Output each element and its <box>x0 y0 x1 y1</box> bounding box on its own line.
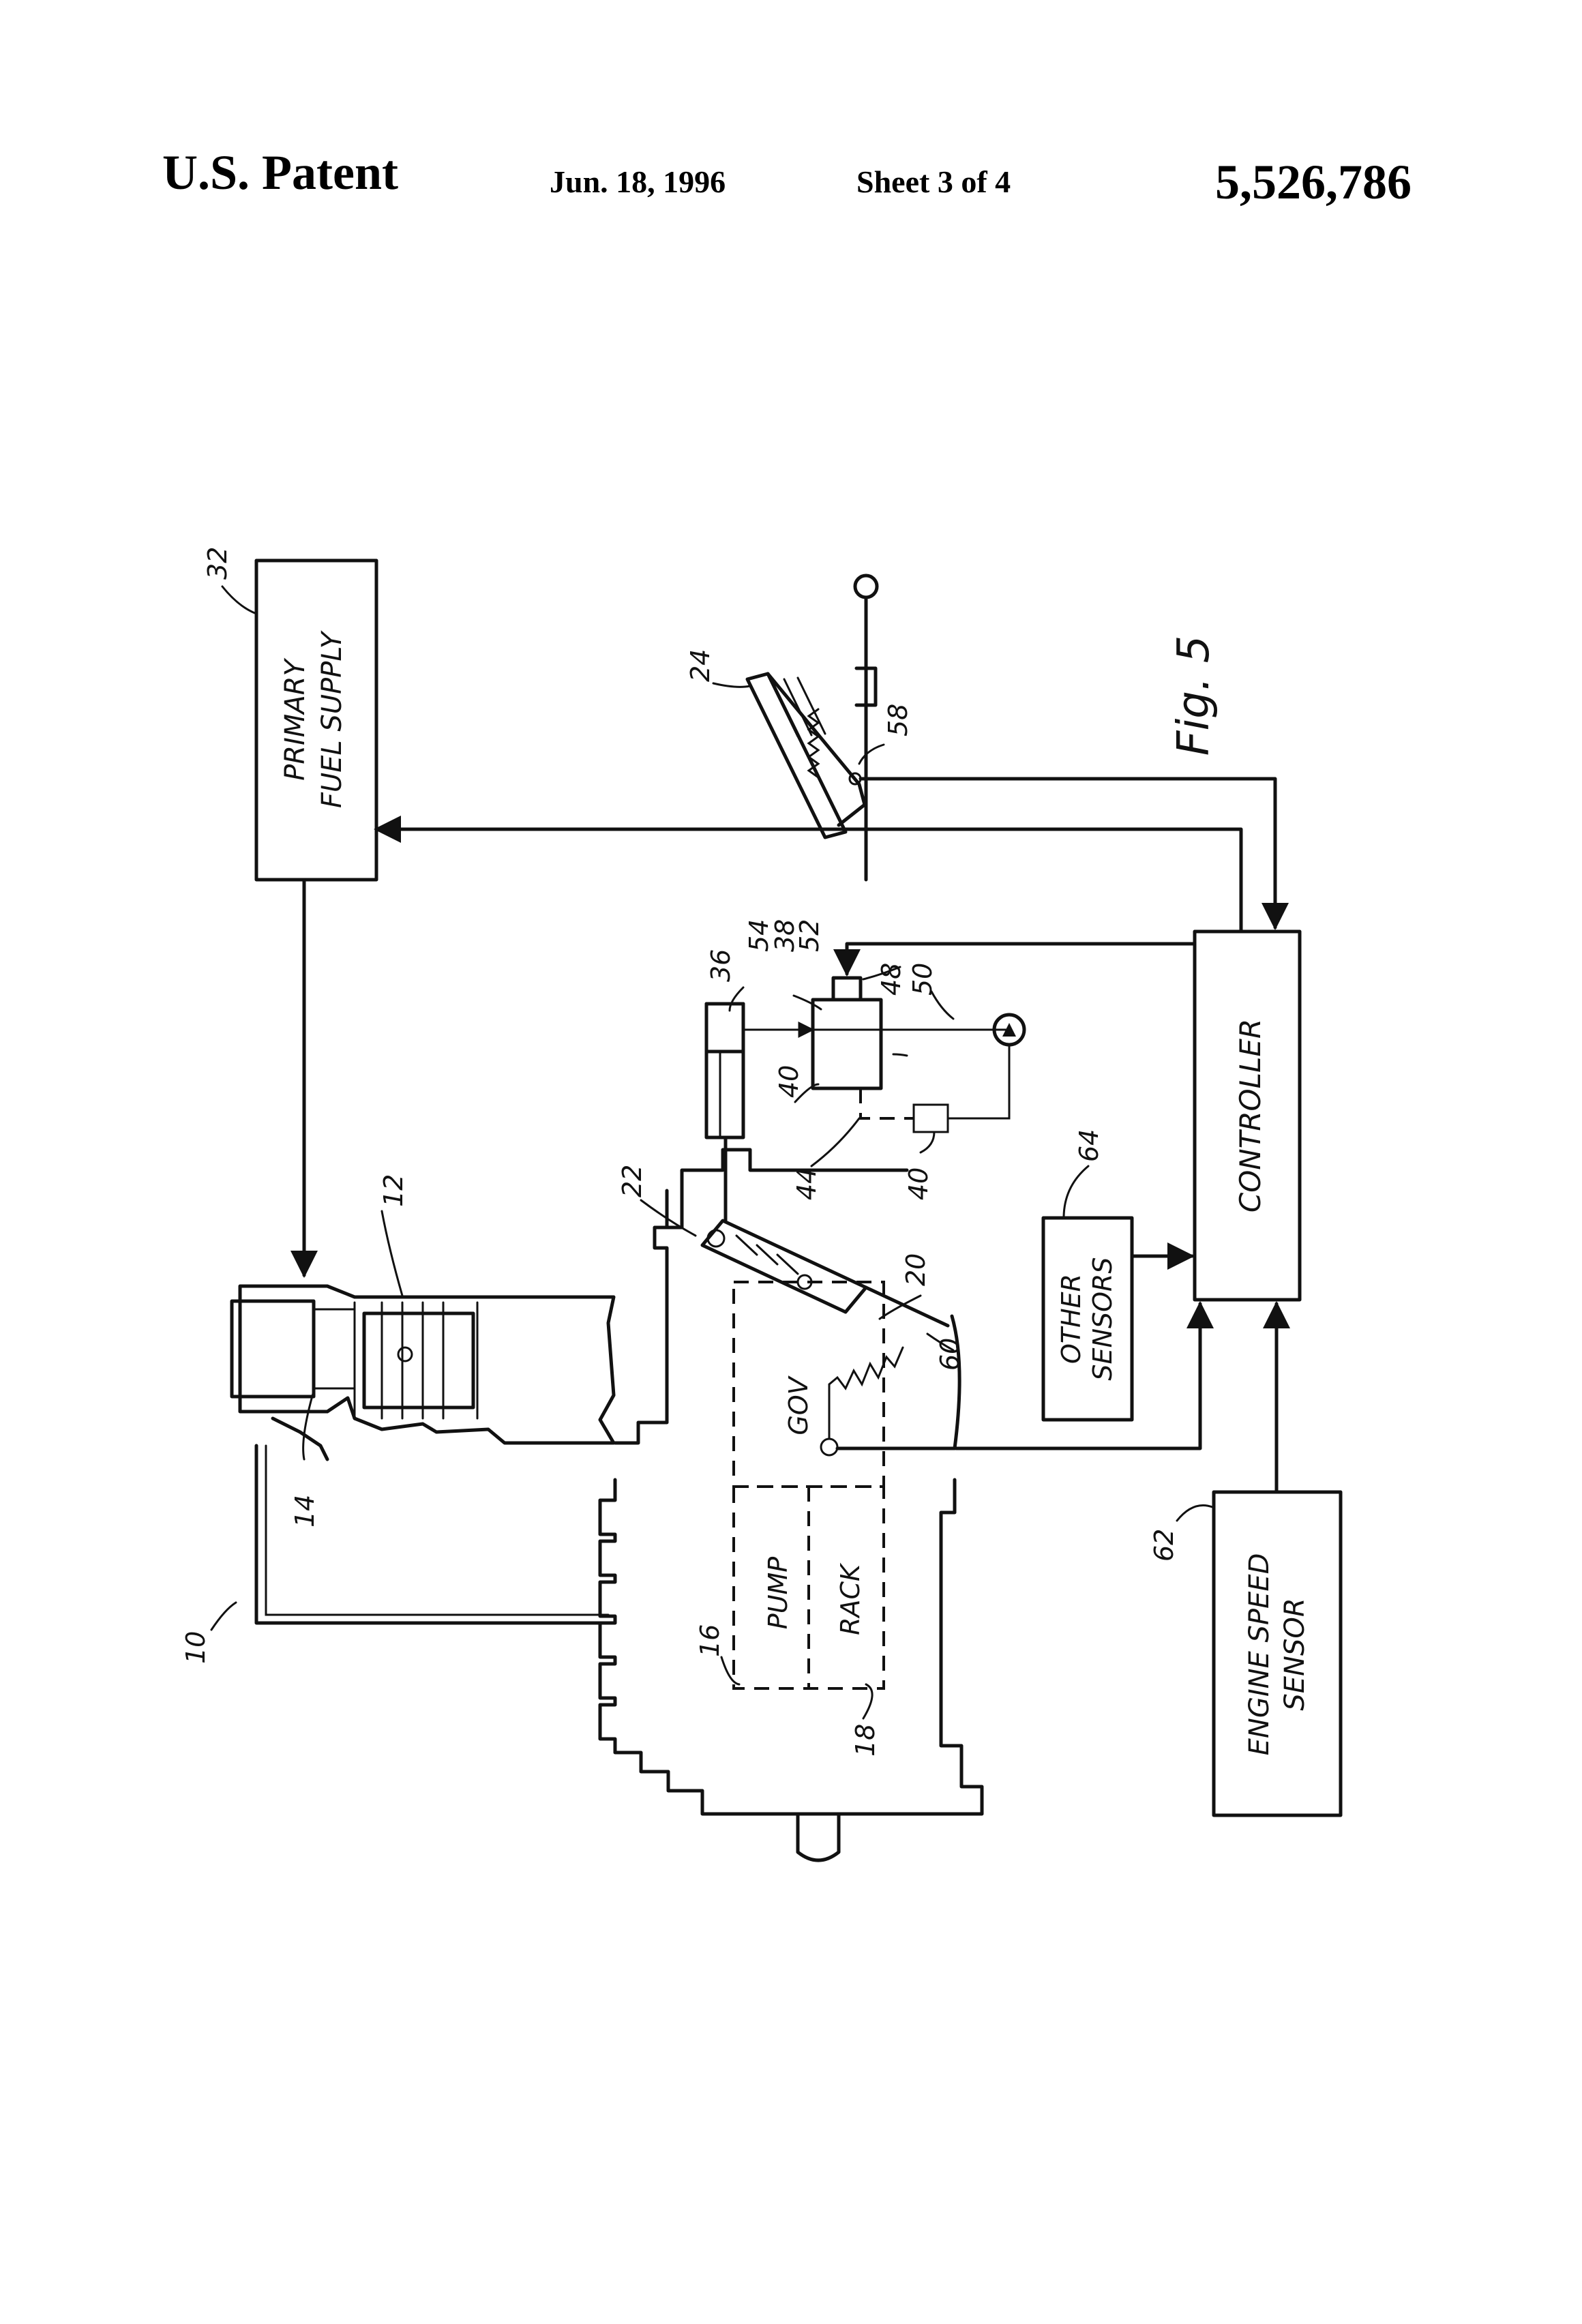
ref-52: 52 <box>794 919 824 952</box>
ref-24: 24 <box>685 649 715 682</box>
ref-48: 48 <box>876 963 906 996</box>
ref-60: 60 <box>935 1338 965 1371</box>
other-sensors-block: OTHER SENSORS <box>1043 1218 1132 1420</box>
pump-label: PUMP <box>763 1557 793 1630</box>
other-sensors-label-1: OTHER <box>1056 1274 1086 1364</box>
governor-spring <box>821 1316 959 1455</box>
ref-18: 18 <box>850 1724 880 1757</box>
figure-label: Fig. 5 <box>1169 636 1219 756</box>
control-valve <box>743 978 1024 1132</box>
ref-16: 16 <box>695 1624 725 1657</box>
ref-12: 12 <box>378 1174 408 1207</box>
ref-50: 50 <box>908 963 938 996</box>
rack-label: RACK <box>835 1562 865 1635</box>
leader-lines <box>211 586 1212 1718</box>
primary-fuel-supply-block: PRIMARY FUEL SUPPLY <box>256 561 376 880</box>
pump-rack-gov-blocks: PUMP RACK GOV <box>734 1282 884 1688</box>
primary-fuel-supply-label-2: FUEL SUPPLY <box>316 629 348 808</box>
other-sensors-label-2: SENSORS <box>1088 1257 1118 1380</box>
engine-speed-sensor-block: ENGINE SPEED SENSOR <box>1214 1492 1341 1815</box>
ref-40-reservoir: 40 <box>904 1167 934 1200</box>
engine-speed-sensor-label-2: SENSOR <box>1279 1598 1311 1710</box>
ref-10: 10 <box>181 1631 211 1664</box>
ref-62: 62 <box>1149 1529 1179 1562</box>
accelerator-pedal <box>747 576 877 880</box>
engine-cylinder <box>232 1286 614 1459</box>
ref-14: 14 <box>290 1495 320 1528</box>
ref-22: 22 <box>617 1165 647 1197</box>
ref-20: 20 <box>901 1253 931 1286</box>
actuator-cylinder <box>706 1004 743 1221</box>
ref-40-valve: 40 <box>774 1065 804 1098</box>
ref-64: 64 <box>1074 1129 1104 1162</box>
ref-36: 36 <box>706 949 736 982</box>
ref-54: 54 <box>744 919 774 952</box>
ref-32: 32 <box>203 547 233 580</box>
injection-pump-housing <box>600 1150 982 1814</box>
controller-block: CONTROLLER <box>1195 932 1300 1300</box>
controller-label: CONTROLLER <box>1234 1019 1267 1212</box>
primary-fuel-supply-label-1: PRIMARY <box>280 657 311 781</box>
fuel-line <box>256 1446 608 1623</box>
ref-44: 44 <box>792 1167 822 1200</box>
gov-label: GOV <box>783 1375 814 1435</box>
engine-speed-sensor-label-1: ENGINE SPEED <box>1244 1553 1275 1756</box>
figure-label-text: Fig. 5 <box>1169 636 1219 756</box>
drive-shaft <box>798 1814 839 1860</box>
ref-58: 58 <box>883 704 913 736</box>
